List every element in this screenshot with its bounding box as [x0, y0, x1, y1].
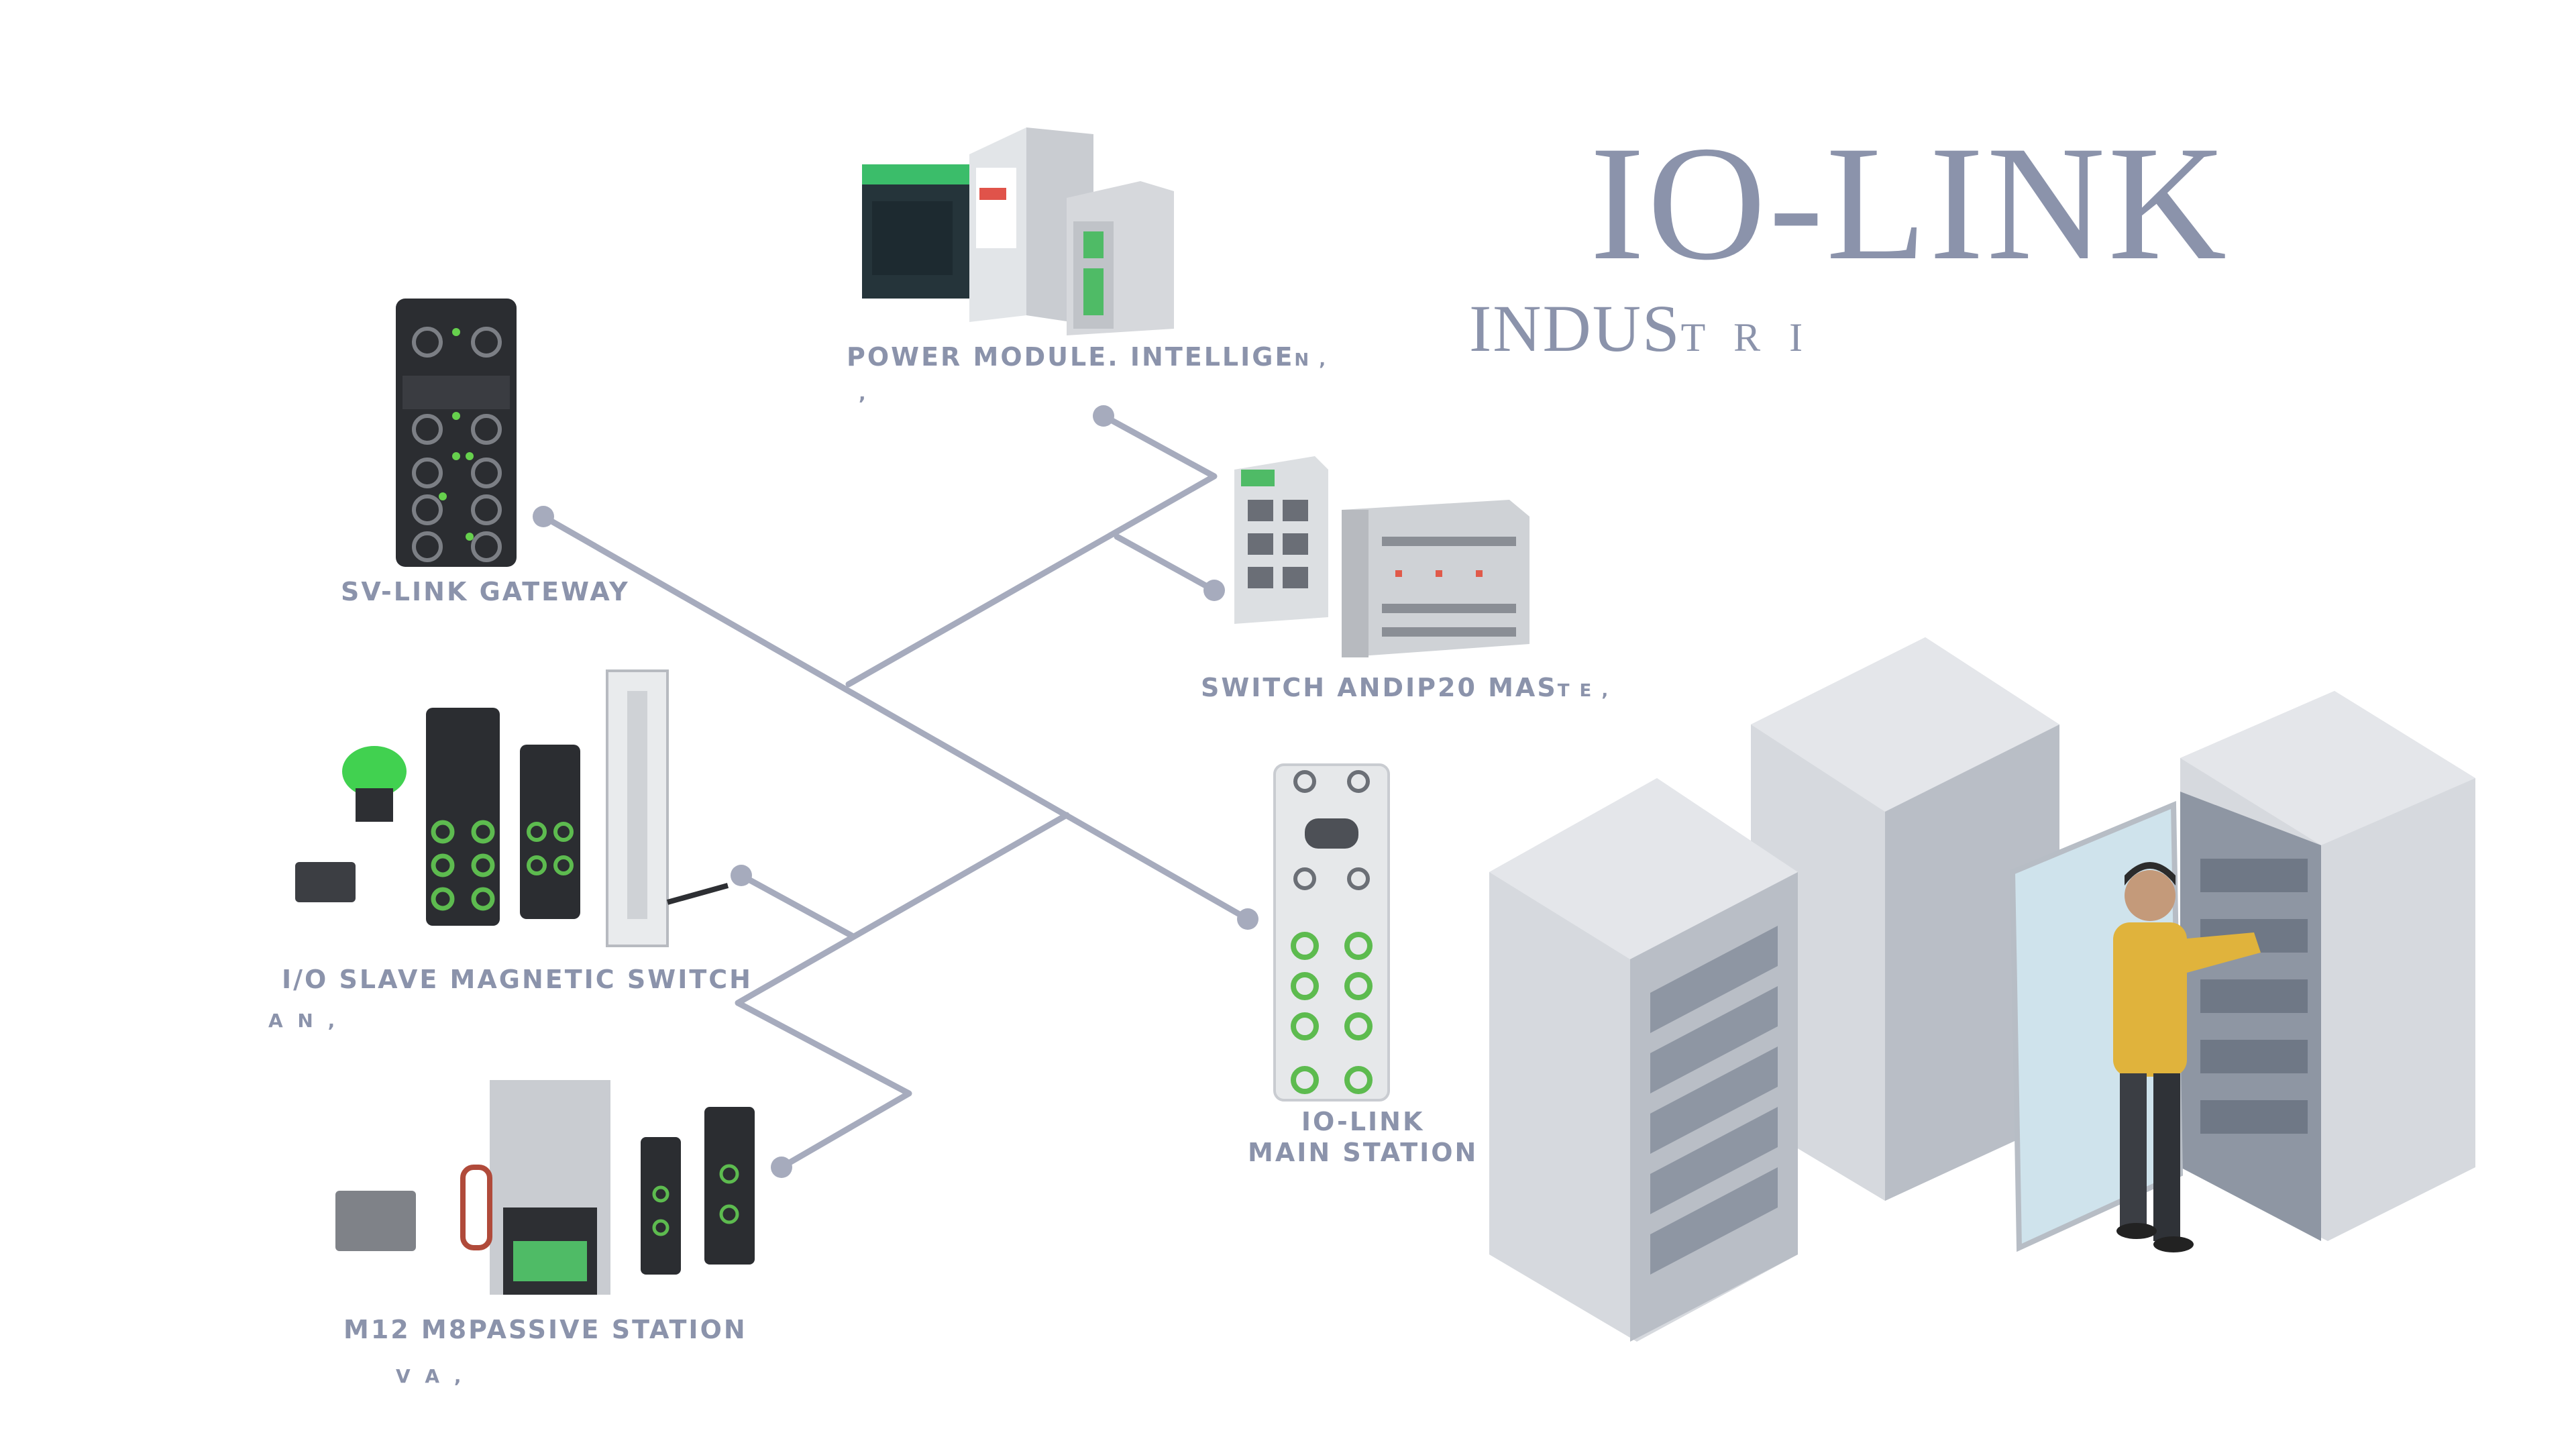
main-station-line1: IO-LINK	[1301, 1107, 1425, 1136]
connection-lines	[540, 413, 1251, 1171]
switch-image	[1234, 456, 1529, 657]
io-slave-label: I/O SLAVE MAGNETIC SWITCH	[282, 965, 753, 994]
line-switch-branch	[1114, 533, 1218, 594]
switch-label-tail: T E ,	[1557, 681, 1611, 701]
line-gateway-main	[540, 513, 1251, 922]
io-slave-fragment: A N ,	[268, 1010, 339, 1032]
gateway-image	[396, 299, 517, 567]
line-io-slave	[738, 872, 855, 939]
passive-station-label: M12 M8PASSIVE STATION	[343, 1315, 747, 1344]
line-backbone	[735, 812, 1070, 1171]
switch-label: SWITCH ANDIP20 MAST E ,	[1201, 673, 1610, 704]
line-power-switch	[845, 413, 1218, 688]
power-module-fragment: ,	[859, 382, 870, 405]
main-station-line2: MAIN STATION	[1248, 1137, 1479, 1167]
io-slave-image	[295, 669, 729, 947]
gateway-label: SV-LINK GATEWAY	[341, 577, 630, 606]
server-racks-illustration	[1489, 637, 2475, 1342]
technician-figure	[2113, 862, 2261, 1252]
passive-station-image	[335, 1080, 755, 1295]
title-sub: INDUST R I	[1469, 295, 1812, 362]
title-sub-tail: T R I	[1680, 315, 1813, 360]
power-module-image	[862, 127, 1174, 335]
title-main: IO-LINK	[1590, 112, 2230, 294]
main-station-label: IO-LINK MAIN STATION	[1248, 1107, 1478, 1168]
main-station-image	[1273, 763, 1390, 1102]
passive-station-fragment: V A ,	[396, 1365, 466, 1387]
power-module-label-tail: N ,	[1294, 350, 1328, 370]
switch-label-text: SWITCH ANDIP20 MAS	[1201, 673, 1558, 702]
title-sub-text: INDUS	[1469, 291, 1681, 366]
power-module-label: POWER MODULE. INTELLIGEN ,	[847, 342, 1328, 373]
power-module-label-text: POWER MODULE. INTELLIGE	[847, 342, 1295, 372]
connection-dots	[533, 405, 1258, 1178]
